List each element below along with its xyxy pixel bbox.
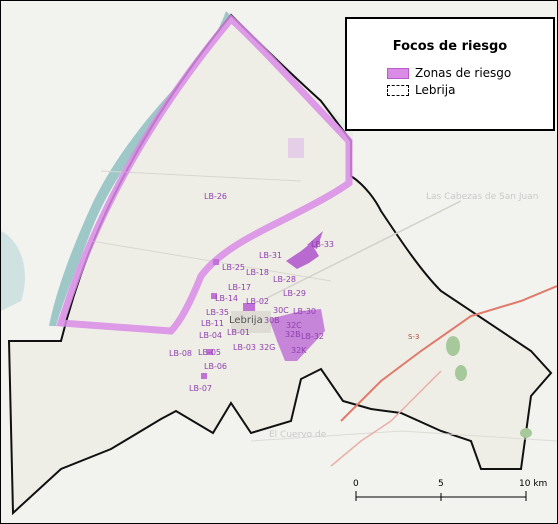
legend-title: Focos de riesgo <box>392 39 508 54</box>
legend-label: Zonas de riesgo <box>415 66 512 80</box>
risk-zone-cluster[interactable] <box>269 309 325 361</box>
risk-zone-lb-33[interactable] <box>286 243 319 269</box>
zone-label: LB-32 <box>301 332 324 341</box>
zone-label: LB-08 <box>169 349 192 358</box>
zone-label: LB-01 <box>227 328 250 337</box>
scale-tick-label: 5 <box>438 479 444 489</box>
secondary-road <box>330 370 442 467</box>
vegetation-patch <box>446 336 460 356</box>
town-area <box>231 311 271 333</box>
risk-zone-lb-33b[interactable] <box>307 231 323 249</box>
boundary-swatch-icon <box>387 84 409 96</box>
risk-zone-lb-02[interactable] <box>243 303 255 311</box>
zone-label: 30B <box>264 316 280 325</box>
highway <box>340 285 557 422</box>
zone-label: 32C <box>286 321 302 330</box>
minor-road <box>260 200 462 302</box>
legend-item-lebrija: Lebrija <box>387 83 455 97</box>
zone-label: 32K <box>291 346 307 355</box>
zone-label: LB-07 <box>189 384 212 393</box>
risk-zone-lb-05[interactable] <box>207 349 213 355</box>
zone-label: 30C <box>273 306 289 315</box>
zone-label: LB-25 <box>222 263 245 272</box>
zone-label: LB-33 <box>311 240 334 249</box>
background-place-label: Las Cabezas de San Juan <box>426 192 538 202</box>
risk-zone-lb-25[interactable] <box>213 259 219 265</box>
map-legend: Focos de riesgo Zonas de riesgo Lebrija <box>345 17 555 131</box>
legend-item-risk-zones: Zonas de riesgo <box>387 66 511 80</box>
highway-label: S-3 <box>408 333 419 341</box>
zone-label: 32B <box>285 330 301 339</box>
risk-zone-lb-14[interactable] <box>211 293 217 299</box>
zone-label: LB-02 <box>246 297 269 306</box>
zone-label: 32G <box>259 343 275 352</box>
risk-zone-lb-26[interactable] <box>56 13 353 335</box>
zone-label: LB-05 <box>198 348 221 357</box>
zone-label: LB-28 <box>273 275 296 284</box>
lagoon-water <box>1 231 25 311</box>
town-label: Lebrija <box>229 315 263 326</box>
zone-label: LB-17 <box>228 283 251 292</box>
zone-label: LB-04 <box>199 331 222 340</box>
risk-zone-lb-06[interactable] <box>201 373 207 379</box>
scale-tick-label: 10 km <box>519 479 547 489</box>
zone-label: LB-26 <box>204 192 227 201</box>
zone-label: LB-06 <box>204 362 227 371</box>
zone-label: LB-18 <box>246 268 269 277</box>
minor-road <box>100 170 302 182</box>
zone-label: LB-29 <box>283 289 306 298</box>
zone-label: LB-35 <box>206 308 229 317</box>
scale-bar: 0 5 10 km <box>353 479 547 501</box>
zone-label: LB-03 <box>233 343 256 352</box>
scale-tick-label: 0 <box>353 479 359 489</box>
zone-label: LB-11 <box>201 319 224 328</box>
zone-label: LB-14 <box>215 294 238 303</box>
risk-zone-swatch-icon <box>387 67 409 79</box>
minor-road <box>250 430 557 442</box>
vegetation-patch <box>455 365 467 381</box>
zone-label: LB-30 <box>293 307 316 316</box>
legend-label: Lebrija <box>415 83 456 97</box>
vegetation-patch <box>520 428 532 438</box>
field-patch <box>288 138 304 158</box>
zone-label: LB-31 <box>259 251 282 260</box>
background-place-label: El Cuervo de <box>269 430 327 440</box>
